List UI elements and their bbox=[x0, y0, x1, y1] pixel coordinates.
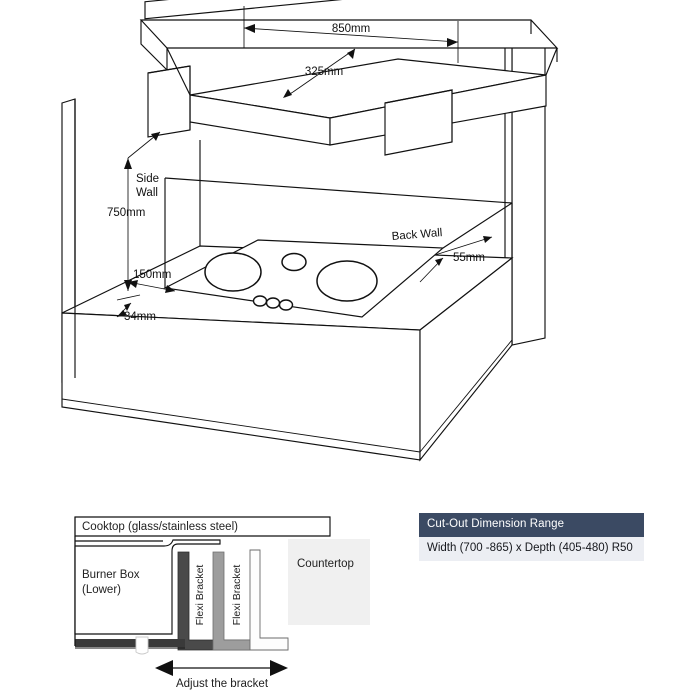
side-wall-label: Side Wall bbox=[136, 173, 159, 199]
flexi-bracket-label-2: Flexi Bracket bbox=[231, 565, 243, 626]
base-rail-tab bbox=[135, 636, 149, 655]
control-knob-2 bbox=[265, 297, 281, 309]
flexi-bracket-label-1: Flexi Bracket bbox=[194, 565, 206, 626]
cooktop-plate bbox=[163, 239, 445, 318]
dimension-150mm: 150mm bbox=[127, 269, 176, 293]
base-rail-dark bbox=[75, 639, 185, 647]
dimension-55mm: 55mm bbox=[419, 236, 493, 283]
burner-left bbox=[204, 252, 262, 292]
burner-right bbox=[316, 260, 378, 302]
perspective-diagram: 850mm 325mm 750mm bbox=[61, 0, 559, 462]
wall-fold-lines bbox=[74, 99, 513, 378]
dimension-label-150mm: 150mm bbox=[133, 269, 171, 281]
control-knob-3 bbox=[278, 299, 294, 311]
dimension-850mm: 850mm bbox=[243, 6, 459, 63]
cut-out-table-header: Cut-Out Dimension Range bbox=[419, 513, 644, 538]
flexi-bracket-light bbox=[249, 549, 289, 651]
side-wall-label-line2: Wall bbox=[136, 187, 158, 199]
dimension-label-850mm: 850mm bbox=[332, 23, 370, 35]
adjust-bracket-label: Adjust the bracket bbox=[176, 678, 269, 690]
overhead-hood-box bbox=[139, 0, 559, 156]
burner-center bbox=[281, 252, 307, 272]
countertop-block bbox=[288, 539, 370, 625]
side-wall-label-line1: Side bbox=[136, 173, 159, 185]
countertop-label: Countertop bbox=[297, 558, 354, 570]
burner-box-label-line2: (Lower) bbox=[82, 584, 121, 596]
control-knob-1 bbox=[252, 295, 268, 307]
dimension-label-34mm: 34mm bbox=[124, 311, 156, 323]
back-wall-label-text: Back Wall bbox=[391, 227, 442, 243]
adjust-bracket-arrow bbox=[155, 660, 288, 676]
section-diagram: Cooktop (glass/stainless steel) Burner B… bbox=[74, 516, 370, 690]
dimension-750mm: 750mm bbox=[107, 131, 161, 291]
dimension-label-325mm: 325mm bbox=[305, 66, 343, 78]
cut-out-dimension-range-table: Cut-Out Dimension Range Width (700 -865)… bbox=[419, 513, 644, 562]
dimension-34mm: 34mm bbox=[116, 294, 156, 323]
burner-box-outline bbox=[74, 539, 221, 635]
burner-box-label-line1: Burner Box bbox=[82, 569, 140, 581]
dimension-label-55mm: 55mm bbox=[453, 252, 485, 264]
dimension-label-750mm: 750mm bbox=[107, 207, 145, 219]
back-wall-label: Back Wall bbox=[391, 227, 442, 243]
cooktop-label: Cooktop (glass/stainless steel) bbox=[82, 521, 238, 533]
dimension-325mm: 325mm bbox=[283, 48, 356, 98]
cut-out-table-row: Width (700 -865) x Depth (405-480) R50 bbox=[419, 537, 644, 562]
